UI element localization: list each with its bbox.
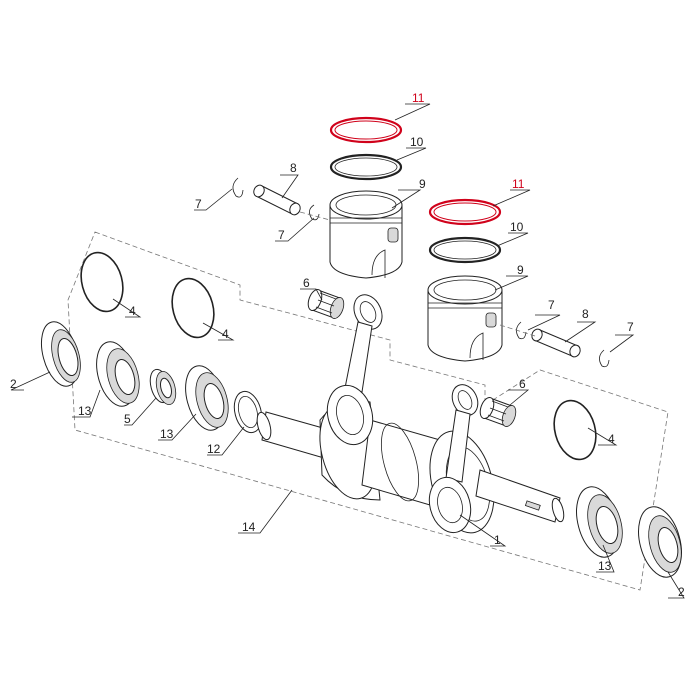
piston-ring-lower-highlighted <box>428 198 502 226</box>
label-6-upper: 6 <box>303 276 310 290</box>
label-11-lower: 11 <box>512 177 525 191</box>
piston-upper <box>329 190 403 279</box>
label-13-right: 13 <box>598 559 612 573</box>
o-ring-left-a <box>80 251 124 313</box>
leader-lines <box>10 103 685 599</box>
label-4-right: 4 <box>608 432 615 446</box>
assembly-boundary <box>67 231 669 591</box>
connecting-rod-upper <box>326 294 383 446</box>
label-7-upper-right: 7 <box>278 228 285 242</box>
label-13-left-outer: 13 <box>78 404 92 418</box>
roller-cage <box>149 368 177 405</box>
label-4-left-a: 4 <box>129 304 136 318</box>
label-13-left-inner: 13 <box>160 427 174 441</box>
oil-seal-left <box>40 321 81 387</box>
label-7-lower-left: 7 <box>548 298 555 312</box>
needle-bearing-lower <box>479 396 517 427</box>
label-7-upper-left: 7 <box>195 197 202 211</box>
label-12: 12 <box>207 442 221 456</box>
circlip-lower-left <box>516 321 527 340</box>
crankshaft <box>256 400 565 534</box>
ball-bearing-left-outer <box>96 341 140 407</box>
label-1: 1 <box>494 533 501 547</box>
label-2-right: 2 <box>678 585 685 599</box>
oil-seal-right <box>638 506 682 578</box>
label-8-lower: 8 <box>582 307 589 321</box>
label-10-lower: 10 <box>510 220 524 234</box>
label-5: 5 <box>124 412 131 426</box>
label-14: 14 <box>242 520 256 534</box>
o-ring-left-b <box>171 277 215 339</box>
piston-ring-upper <box>329 153 403 181</box>
label-9-lower: 9 <box>517 263 524 277</box>
label-11-upper: 11 <box>412 91 425 105</box>
o-ring-right <box>553 399 597 461</box>
label-8-upper: 8 <box>290 161 297 175</box>
piston-pin-upper <box>253 184 301 216</box>
circlip-lower-right <box>599 349 610 368</box>
connecting-rod-lower <box>428 384 479 534</box>
spacer-ring <box>233 390 263 434</box>
circlip-upper-left <box>232 177 244 198</box>
piston-lower <box>427 275 503 362</box>
piston-ring-upper-highlighted <box>329 116 403 144</box>
circlip-upper-right <box>309 204 320 221</box>
label-9-upper: 9 <box>419 177 426 191</box>
ball-bearing-left-inner <box>185 365 229 431</box>
piston-pin-lower <box>531 328 581 358</box>
label-10-upper: 10 <box>410 135 424 149</box>
piston-ring-lower <box>428 236 502 264</box>
label-4-left-b: 4 <box>222 327 229 341</box>
label-2-left: 2 <box>10 377 17 391</box>
label-7-lower-right: 7 <box>627 320 634 334</box>
needle-bearing-upper <box>307 288 345 319</box>
label-6-lower: 6 <box>519 377 526 391</box>
ball-bearing-right <box>576 486 623 558</box>
